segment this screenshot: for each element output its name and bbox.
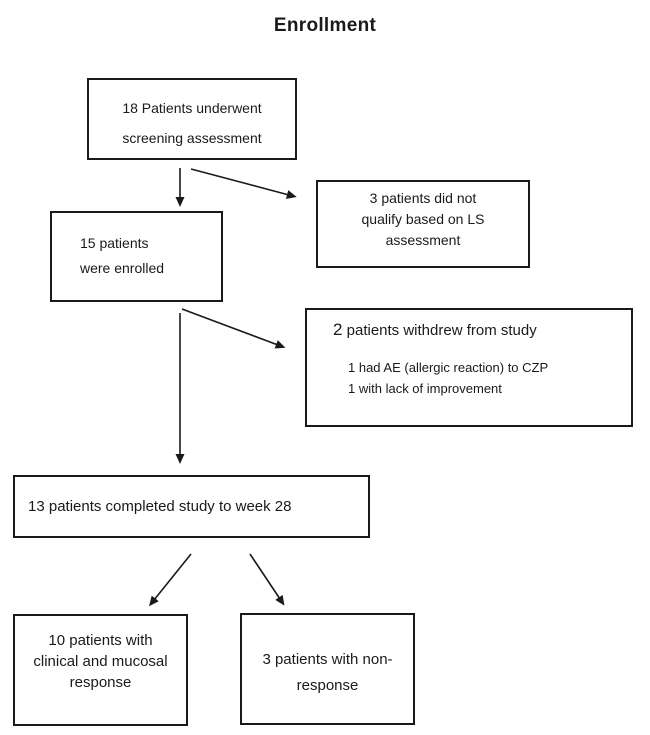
- arrow-enrolled-to-withdrew: [181, 308, 286, 349]
- enrolled-line-2: were enrolled: [80, 260, 165, 276]
- box-responders: 10 patients with clinical and mucosal re…: [13, 614, 188, 726]
- screening-line-1: 18 Patients underwent: [122, 100, 262, 116]
- box-non-responders: 3 patients with non- response: [240, 613, 415, 725]
- not-qualified-line-3: assessment: [385, 232, 461, 248]
- box-screening-assessment: 18 Patients underwent screening assessme…: [87, 78, 297, 160]
- withdrew-detail-2: 1 with lack of improvement: [348, 381, 502, 396]
- withdrew-heading: 2 patients withdrew from study: [333, 318, 631, 343]
- flowchart-title: Enrollment: [273, 15, 377, 36]
- not-qualified-line-1: 3 patients did not: [369, 190, 477, 206]
- responders-line-3: response: [69, 674, 132, 691]
- not-qualified-line-2: qualify based on LS: [361, 211, 485, 227]
- non-responders-line-2: response: [296, 677, 359, 694]
- withdrew-detail-1: 1 had AE (allergic reaction) to CZP: [348, 360, 549, 375]
- withdrew-count: 2: [333, 320, 343, 339]
- arrow-completed-to-non-responders: [249, 553, 285, 606]
- withdrew-heading-text: patients withdrew from study: [342, 322, 537, 339]
- arrow-screening-to-not-qualified: [190, 168, 297, 199]
- withdrew-details: 1 had AE (allergic reaction) to CZP 1 wi…: [333, 357, 631, 399]
- enrolled-line-1: 15 patients: [80, 235, 149, 251]
- responders-line-2: clinical and mucosal: [33, 653, 168, 670]
- completed-line-1: 13 patients completed study to week 28: [28, 498, 292, 515]
- responders-line-1: 10 patients with: [48, 632, 153, 649]
- box-withdrew: 2 patients withdrew from study 1 had AE …: [305, 308, 633, 427]
- box-not-qualified: 3 patients did not qualify based on LS a…: [316, 180, 530, 268]
- non-responders-line-1: 3 patients with non-: [262, 651, 393, 668]
- arrow-completed-to-responders: [148, 553, 192, 607]
- screening-line-2: screening assessment: [122, 130, 262, 146]
- box-enrolled: 15 patients were enrolled: [50, 211, 223, 302]
- box-completed-study: 13 patients completed study to week 28: [13, 475, 370, 538]
